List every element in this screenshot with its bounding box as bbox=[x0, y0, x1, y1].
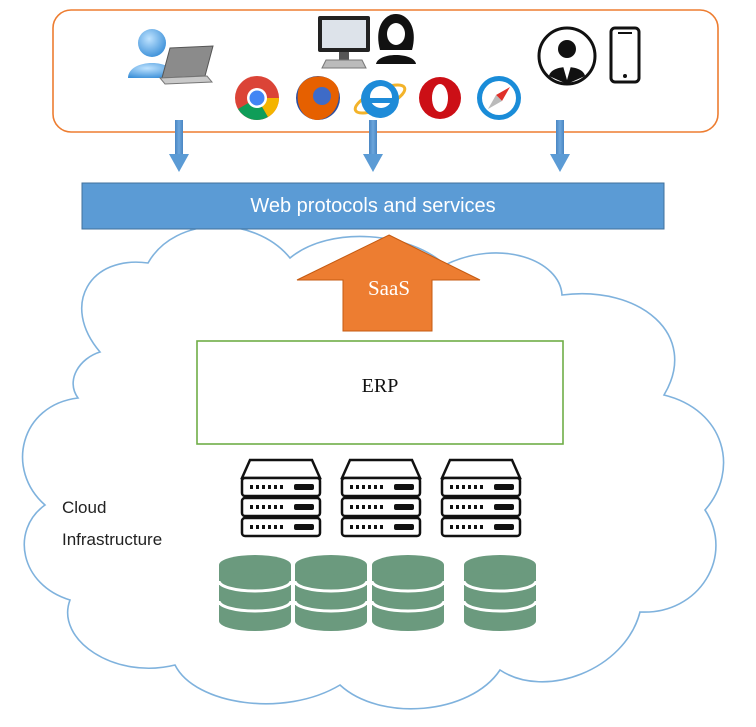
erp-label: ERP bbox=[362, 375, 399, 397]
cloud-label-line1: Cloud bbox=[62, 498, 106, 517]
down-arrow-left bbox=[169, 120, 189, 172]
database-icon bbox=[293, 555, 369, 631]
businessman-avatar-icon bbox=[537, 26, 597, 86]
safari-browser-icon bbox=[477, 76, 521, 120]
desktop-computer-icon bbox=[318, 16, 370, 69]
down-arrow-right bbox=[550, 120, 570, 172]
database-icon bbox=[370, 555, 446, 631]
down-arrow-center bbox=[363, 120, 383, 172]
erp-box bbox=[196, 340, 564, 445]
smartphone-icon bbox=[609, 26, 641, 84]
woman-user-icon bbox=[376, 14, 416, 64]
server-group bbox=[240, 458, 522, 538]
opera-browser-icon bbox=[419, 77, 461, 119]
saas-up-arrow bbox=[296, 234, 481, 332]
web-protocols-label: Web protocols and services bbox=[250, 195, 495, 217]
internet-explorer-browser-icon bbox=[353, 80, 407, 118]
chrome-browser-icon bbox=[235, 76, 279, 120]
web-protocols-bus bbox=[81, 182, 665, 230]
firefox-browser-icon bbox=[296, 76, 340, 120]
database-group bbox=[217, 555, 538, 631]
server-rack-icon bbox=[240, 458, 322, 538]
cloud-label-line2: Infrastructure bbox=[62, 530, 162, 549]
server-rack-icon bbox=[440, 458, 522, 538]
database-icon bbox=[217, 555, 293, 631]
user-laptop-icon bbox=[128, 29, 214, 85]
database-icon bbox=[462, 555, 538, 631]
server-rack-icon bbox=[340, 458, 422, 538]
saas-label: SaaS bbox=[368, 276, 410, 300]
